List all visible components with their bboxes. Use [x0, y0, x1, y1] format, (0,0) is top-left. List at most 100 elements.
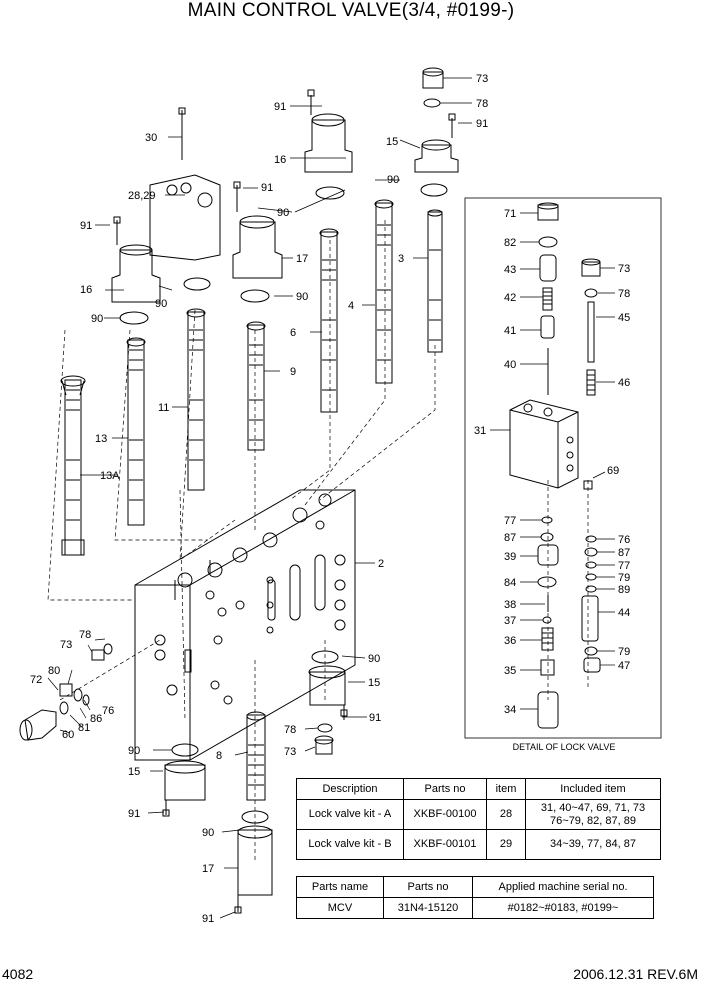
cover-16-top: [304, 113, 353, 173]
label-46: 46: [618, 377, 630, 389]
mcv-serial-table: Parts name Parts no Applied machine seri…: [296, 876, 654, 919]
leader-lines: [47, 77, 615, 919]
spool-13: [126, 337, 146, 526]
cell-description: Lock valve kit - A: [296, 799, 404, 830]
label-37: 37: [504, 615, 516, 627]
spool-8: [246, 711, 266, 801]
page-number: 4082: [2, 966, 34, 982]
cell-parts-name: MCV: [296, 897, 384, 919]
lock-valve-body: [509, 399, 579, 489]
label-91: 91: [369, 712, 381, 724]
label-38: 38: [504, 599, 516, 611]
label-78: 78: [79, 629, 91, 641]
label-90: 90: [155, 298, 167, 310]
label-80: 80: [48, 665, 60, 677]
label-90: 90: [128, 745, 140, 757]
plug-73-right: [314, 735, 334, 755]
label-91: 91: [202, 913, 214, 925]
included-line-1: 31, 40~47, 69, 71, 73: [540, 801, 646, 814]
label-36: 36: [504, 635, 516, 647]
label-45: 45: [618, 312, 630, 324]
page-title: MAIN CONTROL VALVE(3/4, #0199-): [187, 0, 515, 21]
label-77: 77: [618, 560, 630, 572]
bolts: [113, 89, 456, 914]
label-76: 76: [618, 534, 630, 546]
label-90: 90: [91, 313, 103, 325]
label-91: 91: [476, 118, 488, 130]
cell-included-item: 31, 40~47, 69, 71, 73 76~79, 82, 87, 89: [525, 799, 661, 830]
label-11: 11: [158, 402, 169, 414]
spool-13a: [60, 375, 86, 556]
label-60: 60: [62, 729, 74, 741]
cover-15-top: [414, 139, 459, 173]
label-89: 89: [618, 584, 630, 596]
label-44: 44: [618, 607, 630, 619]
label-6: 6: [290, 327, 296, 339]
cell-parts-no: 31N4-15120: [383, 897, 473, 919]
label-15: 15: [368, 677, 380, 689]
label-41: 41: [504, 325, 516, 337]
label-4: 4: [348, 300, 354, 312]
detail-caption: DETAIL OF LOCK VALVE: [512, 742, 616, 752]
cover-15-right: [308, 665, 346, 706]
label-87: 87: [504, 532, 516, 544]
plug-73-top: [422, 67, 444, 89]
label-13a: 13A: [100, 470, 120, 482]
label-91: 91: [261, 182, 273, 194]
plug-73-left: [91, 649, 105, 661]
label-35: 35: [504, 665, 516, 677]
header-serial: Applied machine serial no.: [472, 876, 654, 898]
plug-60: [19, 709, 57, 741]
label-31: 31: [474, 425, 486, 437]
label-3: 3: [398, 253, 404, 265]
header-description: Description: [296, 778, 404, 800]
label-78: 78: [476, 98, 488, 110]
label-30: 30: [145, 132, 157, 144]
label-78: 78: [284, 724, 296, 736]
cover-28-29: [149, 174, 221, 261]
table-row: MCV 31N4-15120 #0182~#0183, #0199~: [296, 897, 654, 919]
body-ports: [154, 493, 346, 705]
label-90: 90: [202, 827, 214, 839]
label-87: 87: [618, 547, 630, 559]
revision-date: 2006.12.31 REV.6M: [573, 966, 698, 982]
cell-parts-no: XKBF-00100: [403, 799, 487, 830]
spool-4: [374, 199, 394, 384]
label-72: 72: [30, 674, 42, 686]
cell-included-item: 34~39, 77, 84, 87: [525, 829, 661, 860]
table-header-row: Parts name Parts no Applied machine seri…: [296, 876, 654, 898]
spool-6: [319, 228, 339, 413]
header-item: item: [486, 778, 526, 800]
valve-body: [134, 489, 356, 761]
spool-9: [246, 321, 266, 451]
cell-item: 28: [486, 799, 526, 830]
label-77: 77: [504, 515, 516, 527]
label-90: 90: [368, 653, 380, 665]
header-parts-name: Parts name: [296, 876, 384, 898]
header-parts-no: Parts no: [403, 778, 487, 800]
lock-valve-kit-table: Description Parts no item Included item …: [296, 778, 661, 860]
label-43: 43: [504, 264, 516, 276]
label-71: 71: [504, 208, 516, 220]
cell-serial: #0182~#0183, #0199~: [472, 897, 654, 919]
cell-description: Lock valve kit - B: [296, 829, 404, 860]
label-91: 91: [274, 101, 286, 113]
label-15: 15: [386, 136, 398, 148]
label-47: 47: [618, 660, 630, 672]
header-parts-no: Parts no: [383, 876, 473, 898]
label-2: 2: [378, 558, 384, 570]
label-9: 9: [290, 366, 296, 378]
label-90: 90: [277, 207, 289, 219]
label-73: 73: [618, 263, 630, 275]
label-76: 76: [102, 705, 114, 717]
plug-72: [59, 683, 73, 697]
cover-15-bottom: [164, 760, 206, 801]
label-90: 90: [387, 174, 399, 186]
label-73: 73: [60, 639, 72, 651]
label-82: 82: [504, 237, 516, 249]
label-34: 34: [504, 704, 516, 716]
label-13: 13: [95, 433, 107, 445]
label-91: 91: [128, 808, 140, 820]
label-8: 8: [216, 750, 222, 762]
